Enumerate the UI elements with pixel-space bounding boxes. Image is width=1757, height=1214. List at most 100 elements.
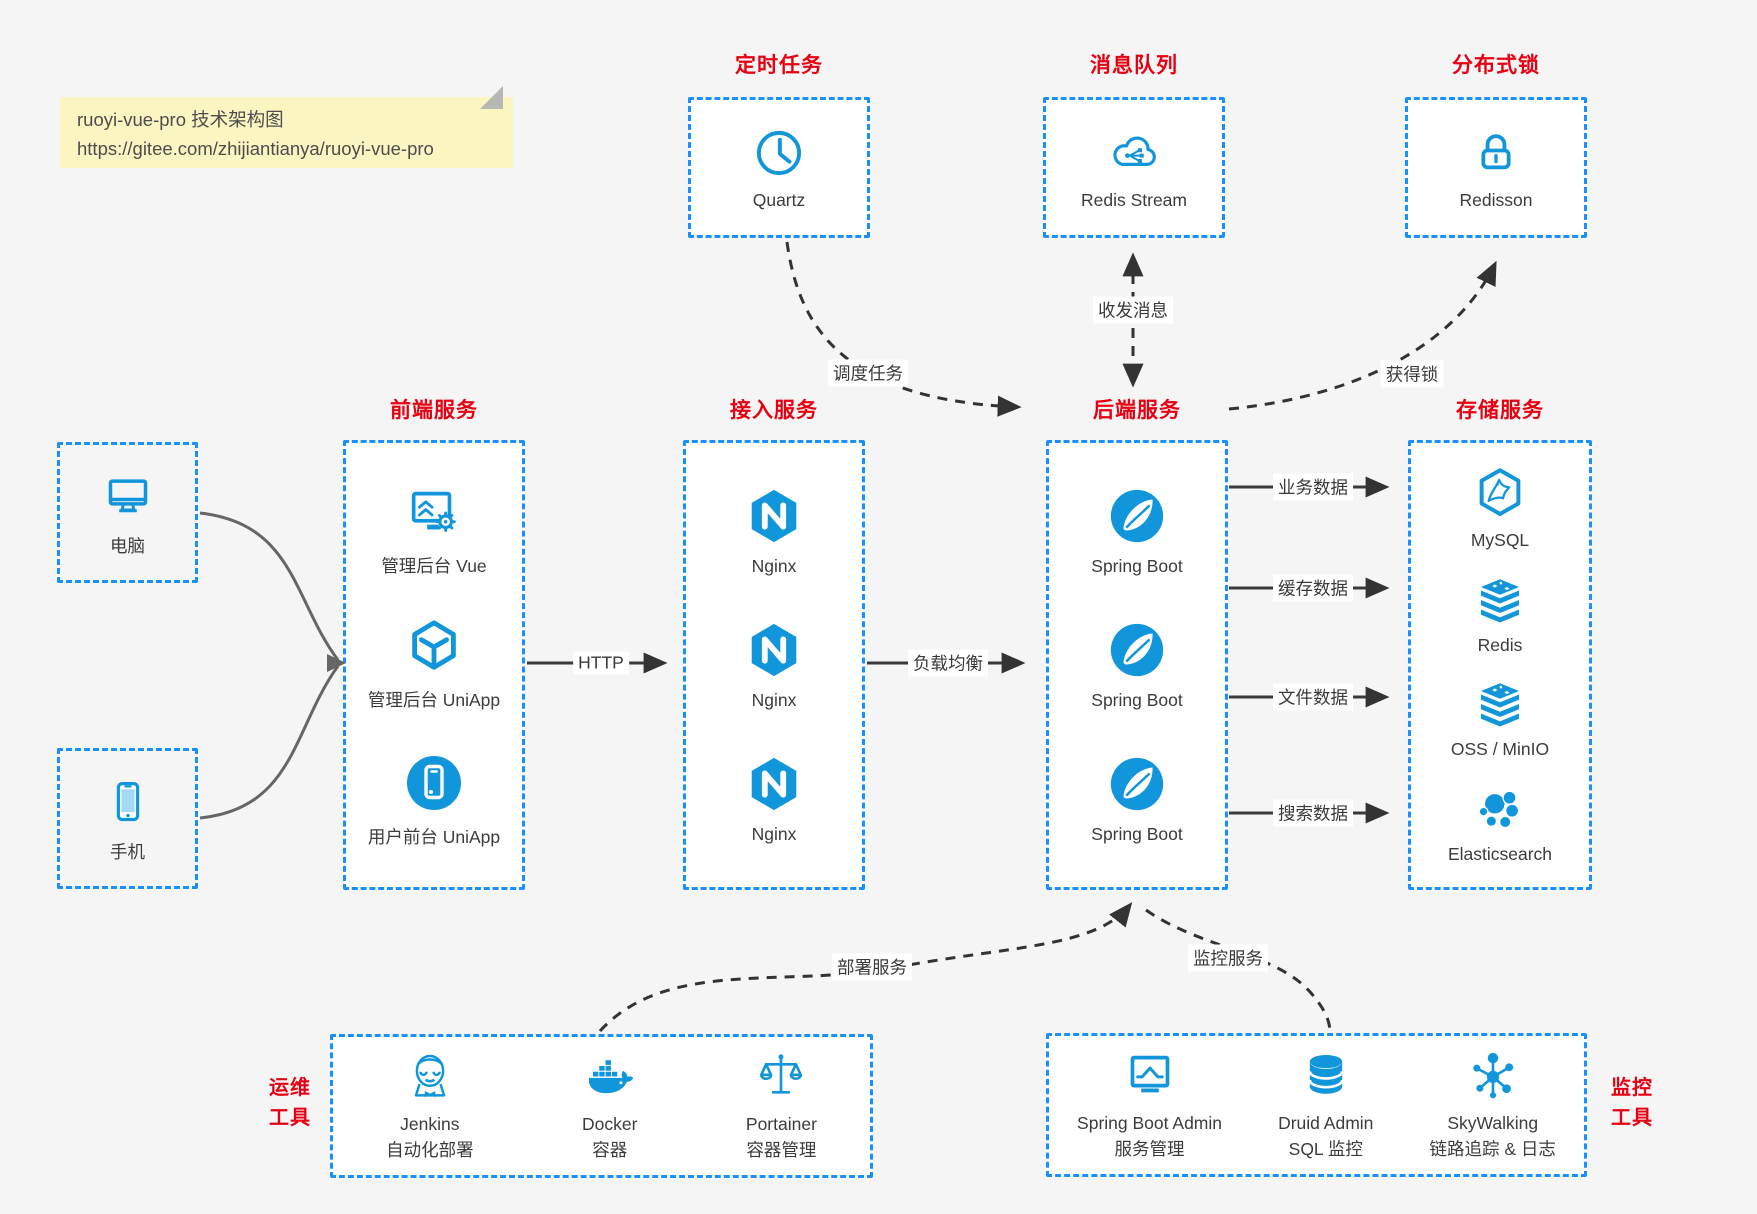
spring-leaf-icon — [1106, 619, 1168, 681]
node-pc: 电脑 — [98, 468, 158, 558]
edge-label-cache-data: 缓存数据 — [1273, 574, 1353, 602]
portainer-scales-icon — [753, 1049, 809, 1105]
title-backend-services: 后端服务 — [1093, 399, 1181, 422]
edge-label-acquire-lock: 获得锁 — [1380, 360, 1444, 388]
clock-icon — [751, 125, 807, 181]
smartphone-icon — [100, 774, 156, 830]
edge-label-schedule: 调度任务 — [828, 359, 908, 387]
ops-tools-side-title: 运维 工具 — [255, 1073, 325, 1133]
node-nginx-3: Nginx — [743, 753, 805, 845]
nginx-icon — [743, 619, 805, 681]
node-label: OSS / MinIO — [1450, 739, 1550, 760]
chart-monitor-icon — [1121, 1048, 1179, 1104]
gateway-services-box: Nginx Nginx Nginx — [683, 440, 865, 890]
ops-title-line1: 运维 — [269, 1077, 311, 1099]
cloud-share-icon — [1105, 125, 1163, 181]
node-label: Nginx — [751, 556, 797, 576]
monitor-title-line1: 监控 — [1611, 1077, 1653, 1099]
node-elasticsearch: Elasticsearch — [1448, 783, 1552, 865]
node-mysql: MySQL — [1471, 465, 1529, 551]
lock-icon — [1469, 125, 1523, 181]
admin-vue-icon — [401, 482, 467, 544]
frontend-services-box: 管理后台 Vue 管理后台 UniApp 用户前台 UniApp — [343, 440, 525, 890]
edge-label-business-data: 业务数据 — [1273, 473, 1353, 501]
node-mobile: 手机 — [100, 774, 156, 864]
node-label: MySQL — [1470, 530, 1530, 551]
title-frontend-services: 前端服务 — [390, 399, 478, 422]
monitor-tools-side-title: 监控 工具 — [1597, 1073, 1667, 1133]
node-springboot-1: Spring Boot — [1091, 485, 1183, 577]
spring-leaf-icon — [1106, 753, 1168, 815]
edge-label-file-data: 文件数据 — [1273, 683, 1353, 711]
node-nginx-1: Nginx — [743, 485, 805, 577]
elasticsearch-cluster-icon — [1472, 783, 1528, 835]
tool-springboot-admin: Spring Boot Admin 服务管理 — [1077, 1048, 1222, 1163]
pc-client-box: 电脑 — [57, 442, 198, 583]
node-label: Quartz — [752, 189, 806, 210]
redis-stack-icon — [1472, 574, 1528, 626]
edge-label-deploy: 部署服务 — [832, 953, 912, 981]
docker-whale-icon — [580, 1049, 640, 1105]
topology-icon — [1465, 1048, 1521, 1104]
database-icon — [1298, 1048, 1354, 1104]
node-label: Elasticsearch — [1447, 843, 1553, 864]
title-distributed-lock: 分布式锁 — [1452, 54, 1540, 77]
edge-label-http: HTTP — [573, 651, 629, 675]
monitor-tools-box: Spring Boot Admin 服务管理 Druid Admin SQL 监… — [1046, 1033, 1587, 1177]
jenkins-butler-icon — [402, 1049, 458, 1105]
node-label: Spring Boot — [1091, 556, 1183, 576]
node-label: Redis Stream — [1080, 189, 1187, 210]
note-fold-corner — [480, 86, 503, 109]
node-label: 管理后台 UniApp — [367, 690, 501, 710]
node-label: 管理后台 Vue — [381, 555, 487, 576]
tool-name: Portainer — [745, 1113, 817, 1134]
tool-desc: 链路追踪 & 日志 — [1429, 1139, 1556, 1159]
node-admin-vue: 管理后台 Vue — [381, 482, 487, 578]
title-storage-services: 存储服务 — [1456, 399, 1544, 422]
node-redis: Redis — [1472, 574, 1528, 656]
tool-name: Docker — [582, 1113, 638, 1134]
oss-stack-icon — [1472, 678, 1528, 730]
note-url: https://gitee.com/zhijiantianya/ruoyi-vu… — [77, 137, 434, 159]
node-nginx-2: Nginx — [743, 619, 805, 711]
distributed-lock-box: Redisson — [1405, 97, 1587, 238]
title-scheduled-tasks: 定时任务 — [735, 54, 823, 77]
message-queue-box: Redis Stream — [1043, 97, 1225, 238]
node-springboot-2: Spring Boot — [1091, 619, 1183, 711]
tool-name: Druid Admin — [1278, 1112, 1374, 1133]
node-label: 手机 — [110, 841, 145, 862]
edge-pc-to-frontend — [199, 511, 340, 661]
scheduler-box: Quartz — [688, 97, 870, 238]
node-quartz: Quartz — [751, 125, 807, 211]
desktop-icon — [98, 468, 158, 524]
tool-name: SkyWalking — [1447, 1112, 1539, 1133]
tool-druid-admin: Druid Admin SQL 监控 — [1278, 1048, 1373, 1163]
tool-portainer: Portainer 容器管理 — [746, 1049, 817, 1164]
note-title: ruoyi-vue-pro 技术架构图 — [77, 109, 284, 130]
edge-label-message: 收发消息 — [1093, 296, 1173, 324]
ops-title-line2: 工具 — [269, 1107, 311, 1129]
node-oss-minio: OSS / MinIO — [1451, 678, 1549, 760]
tool-desc: 容器 — [592, 1140, 628, 1160]
ops-tools-box: Jenkins 自动化部署 Docker 容器 Portainer 容器管理 — [330, 1034, 873, 1178]
title-gateway-services: 接入服务 — [730, 399, 818, 422]
node-user-uniapp: 用户前台 UniApp — [368, 751, 500, 849]
tool-name: Jenkins — [400, 1113, 460, 1134]
mobile-client-box: 手机 — [57, 748, 198, 889]
node-redisson: Redisson — [1460, 125, 1532, 211]
node-admin-uniapp: 管理后台 UniApp — [368, 616, 500, 712]
tool-name: Spring Boot Admin — [1077, 1112, 1222, 1133]
tool-desc: 容器管理 — [746, 1140, 817, 1160]
node-label: Nginx — [751, 690, 797, 710]
uniapp-cube-icon — [403, 616, 465, 678]
edge-acquire-lock — [1228, 260, 1497, 411]
title-message-queue: 消息队列 — [1090, 54, 1178, 77]
node-springboot-3: Spring Boot — [1091, 753, 1183, 845]
tool-skywalking: SkyWalking 链路追踪 & 日志 — [1430, 1048, 1556, 1163]
nginx-icon — [743, 753, 805, 815]
tool-docker: Docker 容器 — [580, 1049, 640, 1164]
monitor-title-line2: 工具 — [1611, 1107, 1653, 1129]
tool-desc: 自动化部署 — [386, 1140, 474, 1160]
nginx-icon — [743, 485, 805, 547]
